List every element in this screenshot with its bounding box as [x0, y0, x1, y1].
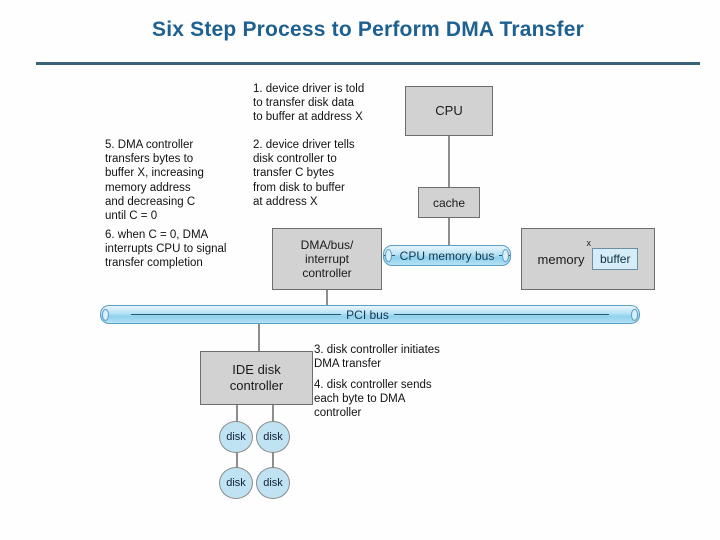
cache-box[interactable]: cache [418, 187, 480, 218]
dma-bus-interrupt-controller-box[interactable]: DMA/bus/ interrupt controller [272, 228, 382, 290]
memory-label: memory [537, 251, 585, 267]
connector-ide-disk-1 [236, 405, 238, 422]
dma-transfer-diagram: 1. device driver is told to transfer dis… [0, 70, 720, 540]
disk-1-label: disk [226, 431, 246, 443]
pci-bus[interactable]: PCI bus [100, 305, 640, 324]
connector-ide-disk-2 [272, 405, 274, 422]
ide-controller-label: IDE disk controller [229, 362, 284, 393]
disk-1[interactable]: disk [219, 421, 253, 453]
step-6-text: 6. when C = 0, DMA interrupts CPU to sig… [105, 229, 227, 270]
memory-box[interactable]: memory x buffer [521, 228, 655, 290]
step-5-text: 5. DMA controller transfers bytes to buf… [105, 139, 204, 223]
disk-3-label: disk [226, 477, 246, 489]
disk-3[interactable]: disk [219, 467, 253, 499]
step-4-text: 4. disk controller sends each byte to DM… [314, 379, 432, 420]
disk-2-label: disk [263, 431, 283, 443]
title-divider [36, 62, 700, 65]
ide-disk-controller-box[interactable]: IDE disk controller [200, 351, 313, 405]
buffer-address-superscript: x [586, 238, 591, 248]
bus-cap-left-icon [385, 248, 392, 263]
disk-4[interactable]: disk [256, 467, 290, 499]
page-title: Six Step Process to Perform DMA Transfer [151, 18, 585, 41]
buffer-box[interactable]: buffer [591, 248, 639, 270]
cpu-memory-bus-label: CPU memory bus [399, 248, 495, 263]
connector-cpu-cache [448, 136, 450, 188]
connector-cache-bus [448, 218, 450, 255]
step-1-text: 1. device driver is told to transfer dis… [253, 83, 365, 124]
pci-bus-dash-left-icon [131, 314, 342, 315]
cpu-box[interactable]: CPU [405, 86, 493, 136]
connector-disk1-disk3 [236, 452, 238, 468]
connector-pci-ide [258, 323, 260, 351]
disk-4-label: disk [263, 477, 283, 489]
pci-bus-cap-left-icon [102, 308, 109, 321]
cache-label: cache [432, 195, 466, 210]
cpu-label: CPU [435, 103, 463, 118]
step-3-text: 3. disk controller initiates DMA transfe… [314, 344, 440, 371]
step-2-text: 2. device driver tells disk controller t… [253, 139, 355, 208]
pci-bus-cap-right-icon [631, 308, 638, 321]
disk-2[interactable]: disk [256, 421, 290, 453]
pci-bus-dash-right-icon [393, 314, 609, 315]
connector-dma-pci [326, 290, 328, 312]
bus-cap-right-icon [502, 248, 509, 263]
cpu-memory-bus[interactable]: CPU memory bus [383, 245, 511, 266]
pci-bus-label: PCI bus [346, 307, 389, 322]
dma-controller-label: DMA/bus/ interrupt controller [300, 238, 354, 280]
connector-disk2-disk4 [272, 452, 274, 468]
